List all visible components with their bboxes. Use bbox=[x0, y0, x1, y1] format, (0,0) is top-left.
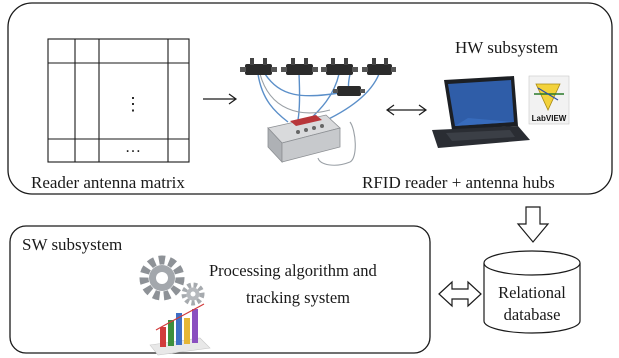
antenna-hub-icon bbox=[333, 86, 365, 96]
matrix-horizontal-ellipsis: … bbox=[125, 139, 141, 156]
antenna-hub-icon bbox=[240, 58, 277, 75]
algorithm-label-line2: tracking system bbox=[246, 288, 350, 307]
rfid-reader-icon bbox=[267, 114, 341, 164]
antenna-hub-icon bbox=[362, 58, 396, 75]
hw-subsystem: HW subsystem ⋮ … Reader antenna matrix bbox=[7, 2, 613, 195]
matrix-vertical-ellipsis: ⋮ bbox=[124, 94, 142, 114]
laptop-icon bbox=[432, 76, 530, 148]
sw-subsystem-frame bbox=[9, 225, 431, 354]
rfid-reader-label: RFID reader + antenna hubs bbox=[362, 173, 555, 192]
database-label-line2: database bbox=[504, 305, 561, 324]
arrow-reader-laptop bbox=[385, 104, 428, 116]
gear-icon bbox=[181, 282, 205, 306]
hw-subsystem-title: HW subsystem bbox=[455, 38, 558, 57]
antenna-hub-icon bbox=[321, 58, 358, 75]
arrow-matrix-to-reader bbox=[203, 93, 238, 105]
labview-icon: LabVIEW bbox=[528, 75, 570, 125]
sw-subsystem-title: SW subsystem bbox=[22, 235, 122, 254]
arrow-hw-to-database bbox=[516, 206, 550, 243]
hw-subsystem-frame bbox=[7, 2, 613, 195]
antenna-matrix bbox=[47, 38, 190, 163]
sw-subsystem: SW subsystem Processing algorithm and tr… bbox=[9, 225, 431, 356]
database-label-line1: Relational bbox=[498, 283, 566, 302]
antenna-matrix-label: Reader antenna matrix bbox=[31, 173, 185, 192]
arrow-sw-database bbox=[438, 280, 482, 308]
labview-logo-text: LabVIEW bbox=[532, 114, 567, 123]
antenna-hub-icon bbox=[281, 58, 318, 75]
bar-chart-icon bbox=[149, 303, 211, 356]
algorithm-label-line1: Processing algorithm and bbox=[209, 261, 377, 280]
relational-database: Relational database bbox=[483, 250, 581, 334]
gear-icon bbox=[139, 255, 185, 301]
rfid-reader-assembly bbox=[240, 58, 396, 166]
